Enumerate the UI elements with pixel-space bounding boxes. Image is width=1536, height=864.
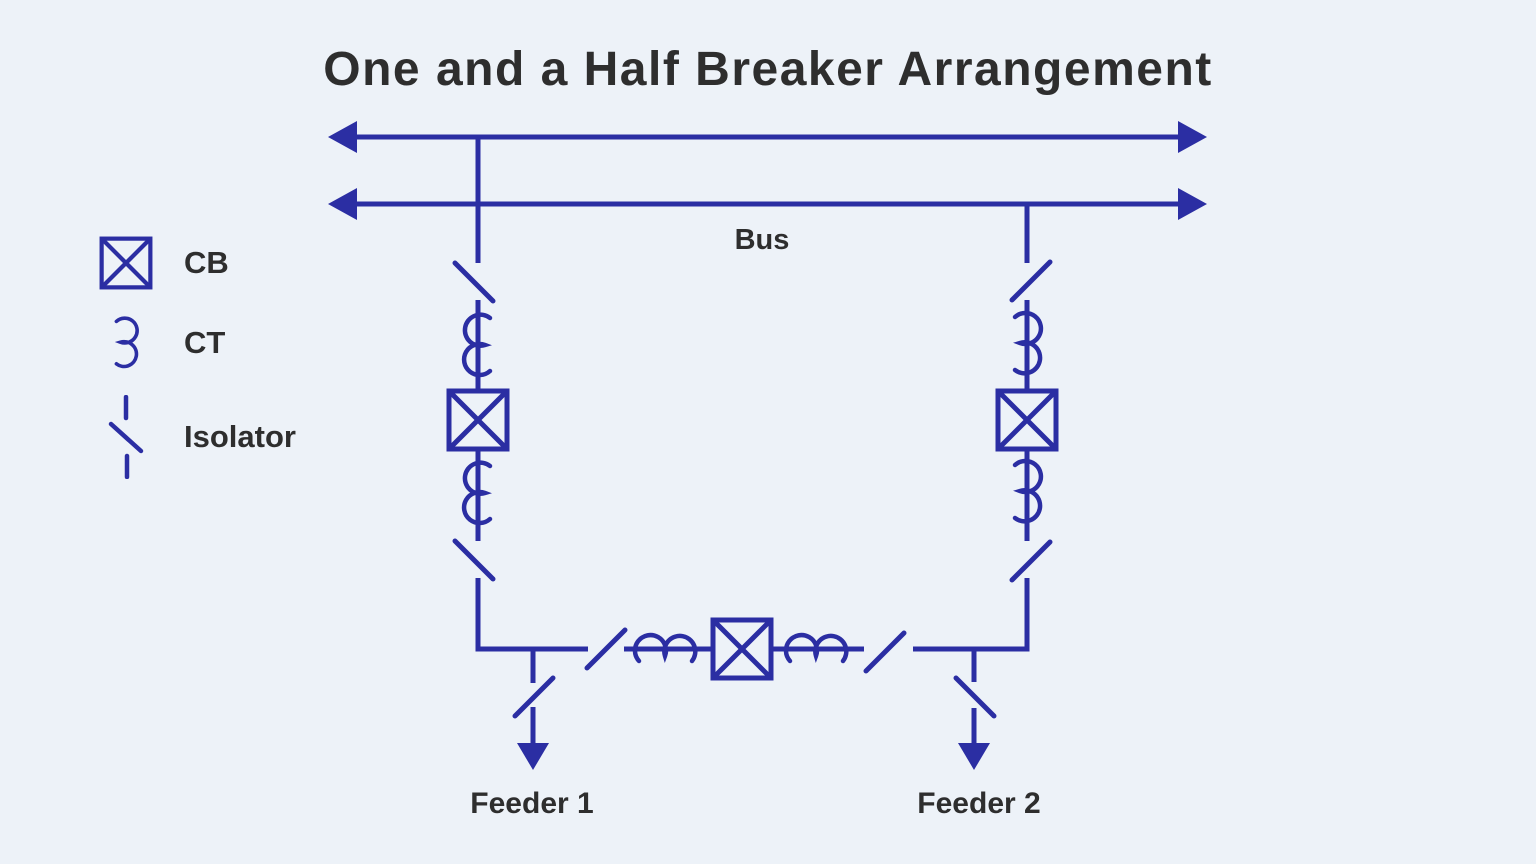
feeder-1-arrow-icon bbox=[517, 743, 549, 770]
isolator-icon bbox=[94, 395, 158, 479]
bus-2-right-arrow-icon bbox=[1178, 188, 1207, 220]
isolator-icon bbox=[455, 263, 493, 301]
feeder-1-label: Feeder 1 bbox=[470, 787, 594, 820]
left-branch bbox=[449, 137, 588, 652]
bus-line-1 bbox=[328, 121, 1207, 153]
isolator-icon bbox=[1012, 262, 1050, 300]
isolator-icon bbox=[587, 630, 625, 668]
tie-breaker-section bbox=[587, 620, 904, 678]
bus-2-left-arrow-icon bbox=[328, 188, 357, 220]
circuit-breaker-icon bbox=[94, 235, 158, 291]
legend-label-ct: CT bbox=[184, 324, 226, 360]
cb-icon bbox=[998, 391, 1056, 449]
isolator-icon bbox=[455, 541, 493, 579]
legend-item-cb: CB bbox=[94, 235, 229, 291]
cb-icon bbox=[449, 391, 507, 449]
current-transformer-icon bbox=[94, 315, 158, 371]
feeder-2-arrow-icon bbox=[958, 743, 990, 770]
feeder-2-connection bbox=[956, 649, 994, 770]
right-branch bbox=[913, 204, 1056, 652]
bus-1-right-arrow-icon bbox=[1178, 121, 1207, 153]
legend-label-isolator: Isolator bbox=[184, 418, 296, 454]
isolator-icon bbox=[1012, 542, 1050, 580]
bus-label: Bus bbox=[734, 224, 790, 256]
isolator-icon bbox=[866, 633, 904, 671]
feeder-1-connection bbox=[515, 649, 553, 770]
legend-item-isolator: Isolator bbox=[94, 395, 296, 479]
bus-line-2 bbox=[328, 188, 1207, 220]
feeder-2-label: Feeder 2 bbox=[917, 787, 1041, 820]
legend-item-ct: CT bbox=[94, 315, 225, 371]
bus-1-left-arrow-icon bbox=[328, 121, 357, 153]
page-title: One and a Half Breaker Arrangement bbox=[323, 43, 1213, 96]
cb-icon bbox=[713, 620, 771, 678]
legend-label-cb: CB bbox=[184, 244, 229, 280]
